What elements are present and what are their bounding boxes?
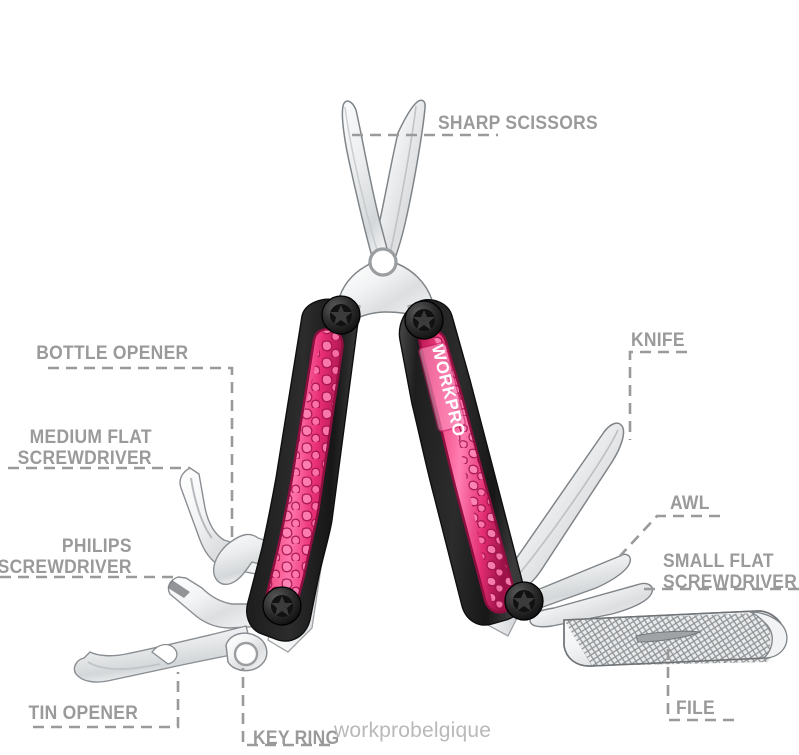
tin-opener-notch: [151, 643, 178, 665]
leader-tin-opener: [33, 672, 180, 729]
scissors-assembly: [337, 99, 433, 323]
callout-label-file: FILE: [676, 698, 715, 719]
file-thumb-slot: [635, 630, 703, 643]
file-tool: [563, 610, 788, 667]
leader-key-ring: [241, 668, 330, 747]
callout-label-small-flat-screwdriver: SMALL FLAT SCREWDRIVER: [663, 551, 798, 593]
handle-left-screw-top: [321, 295, 361, 335]
handle-left-screw-bottom: [262, 586, 302, 626]
leader-file: [666, 645, 734, 722]
philips-screwdriver-blade: [167, 576, 269, 629]
callout-label-awl: AWL: [670, 493, 710, 514]
handle-right: WORKPRO: [398, 298, 544, 626]
watermark-text: workprobelgique: [334, 719, 492, 742]
key-ring: [225, 632, 268, 672]
callout-label-key-ring: KEY RING: [253, 728, 340, 749]
callout-label-medium-flat-screwdriver: MEDIUM FLAT SCREWDRIVER: [17, 427, 152, 469]
handle-right-screw-top: [404, 300, 444, 340]
scissor-pivot-ring: [368, 247, 398, 277]
callout-label-philips-screwdriver: PHILIPS SCREWDRIVER: [0, 536, 132, 578]
leader-knife: [628, 350, 687, 440]
philips-tip-notch: [168, 580, 190, 598]
file-tip: [749, 611, 788, 659]
leader-awl: [619, 514, 720, 557]
leader-lines-group: [0, 133, 799, 747]
callout-label-sharp-scissors: SHARP SCISSORS: [438, 113, 598, 134]
right-tool-cluster: [505, 422, 788, 667]
callout-label-bottle-opener: BOTTLE OPENER: [35, 343, 188, 364]
leader-bottle-opener: [48, 366, 234, 541]
handle-right-screw-bottom: [504, 581, 544, 621]
left-tool-cluster: [73, 467, 283, 683]
callout-label-knife: KNIFE: [631, 330, 685, 351]
handle-left: [246, 295, 361, 642]
callout-label-tin-opener: TIN OPENER: [28, 703, 138, 724]
